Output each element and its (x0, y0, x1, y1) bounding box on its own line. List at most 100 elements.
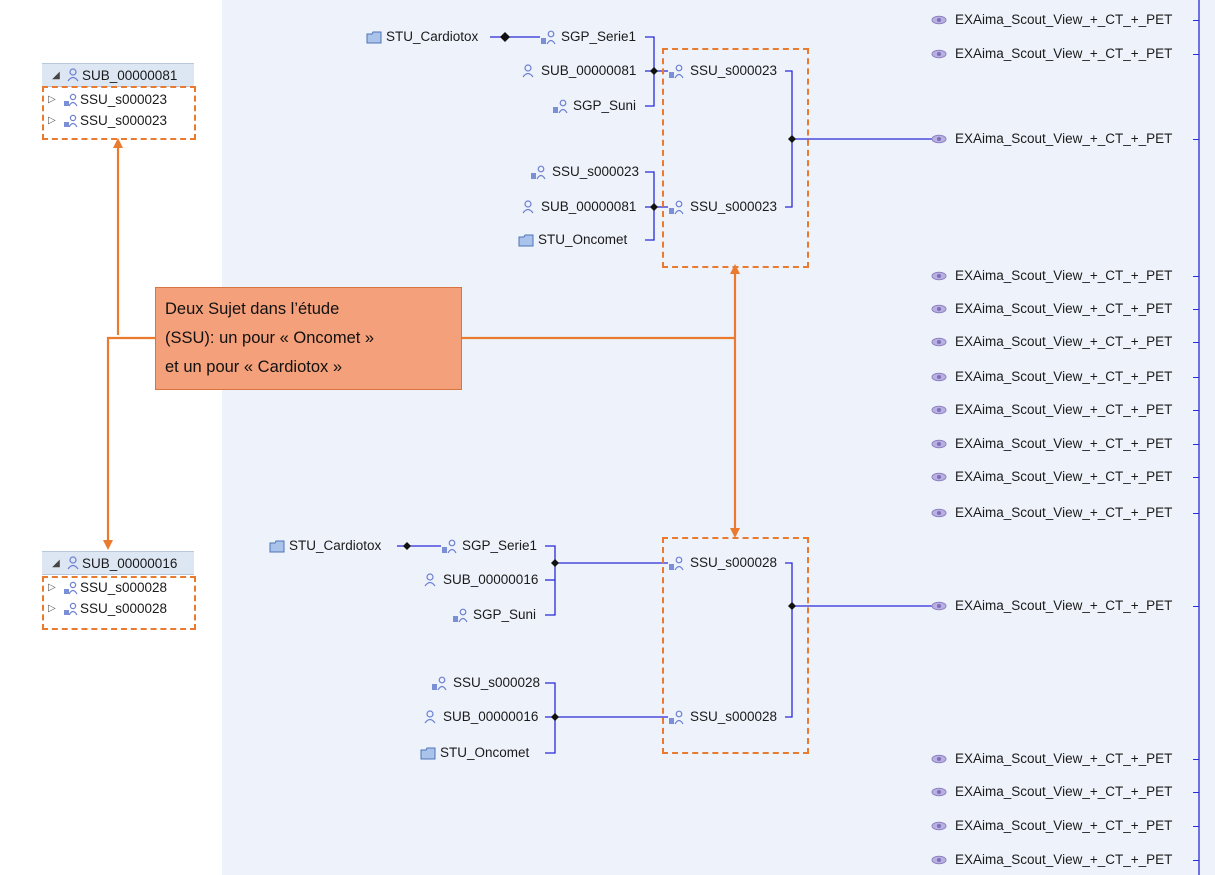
group-icon (62, 581, 80, 595)
exam-node[interactable]: EXAima_Scout_View_+_CT_+_PET (930, 749, 1199, 769)
highlight-box-graph-bottom (662, 537, 809, 754)
exam-connector (1193, 759, 1199, 760)
tree-panel-sub-81: ◢ SUB_00000081 ▷SSU_s000023 ▷SSU_s000023 (42, 63, 194, 131)
node-label: STU_Cardiotox (386, 29, 479, 44)
tree-node-sub-81[interactable]: ◢ SUB_00000081 (42, 63, 194, 87)
folder-icon (365, 31, 383, 44)
graph-canvas[interactable] (222, 0, 1215, 875)
node-ssu-input[interactable]: SSU_s000028 (431, 673, 540, 693)
tree-child-ssu[interactable]: ▷ SSU_s000028 (42, 577, 194, 598)
node-label: SGP_Suni (573, 98, 637, 113)
exam-label: EXAima_Scout_View_+_CT_+_PET (955, 784, 1173, 799)
tree-child-ssu[interactable]: ▷ SSU_s000023 (42, 89, 194, 110)
node-sub-00000081[interactable]: SUB_00000081 (519, 197, 636, 217)
expand-triangle-icon[interactable]: ▷ (48, 603, 56, 614)
exam-node[interactable]: EXAima_Scout_View_+_CT_+_PET (930, 503, 1199, 523)
callout-line: et un pour « Cardiotox » (165, 358, 343, 376)
exam-label: EXAima_Scout_View_+_CT_+_PET (955, 268, 1173, 283)
tree-child-label: SSU_s000023 (80, 92, 168, 107)
exam-connector (1193, 792, 1199, 793)
collapse-triangle-icon[interactable]: ◢ (52, 69, 60, 81)
connector-junction (650, 67, 658, 75)
eye-icon (930, 271, 948, 281)
exam-connector (1193, 377, 1199, 378)
tree-child-label: SSU_s000028 (80, 580, 168, 595)
exam-node[interactable]: EXAima_Scout_View_+_CT_+_PET (930, 332, 1199, 352)
node-sgp-serie1[interactable]: SGP_Serie1 (540, 27, 636, 47)
expand-triangle-icon[interactable]: ▷ (48, 94, 56, 105)
exam-connector (1193, 276, 1199, 277)
callout-line: (SSU): un pour « Oncomet » (165, 329, 375, 347)
node-ssu-box-b[interactable]: SSU_s000028 (668, 707, 777, 727)
exam-node[interactable]: EXAima_Scout_View_+_CT_+_PET (930, 44, 1199, 64)
node-label: STU_Oncomet (538, 232, 628, 247)
exam-node[interactable]: EXAima_Scout_View_+_CT_+_PET (930, 850, 1199, 870)
connector-junction (788, 602, 796, 610)
exam-connector (1193, 20, 1199, 21)
node-stu-cardiotox[interactable]: STU_Cardiotox (365, 27, 478, 47)
folder-icon (268, 540, 286, 553)
connector-junction (551, 559, 559, 567)
exam-label: EXAima_Scout_View_+_CT_+_PET (955, 436, 1173, 451)
eye-icon (930, 49, 948, 59)
arrowhead-icon (730, 528, 740, 538)
node-sub-00000081[interactable]: SUB_00000081 (519, 61, 636, 81)
exam-node[interactable]: EXAima_Scout_View_+_CT_+_PET (930, 129, 1199, 149)
eye-icon (930, 304, 948, 314)
person-icon (519, 64, 537, 78)
exam-connector (1193, 477, 1199, 478)
group-icon (62, 602, 80, 616)
exam-label: EXAima_Scout_View_+_CT_+_PET (955, 818, 1173, 833)
eye-icon (930, 439, 948, 449)
exam-node[interactable]: EXAima_Scout_View_+_CT_+_PET (930, 596, 1199, 616)
exam-node[interactable]: EXAima_Scout_View_+_CT_+_PET (930, 467, 1199, 487)
node-stu-oncomet[interactable]: STU_Oncomet (419, 743, 529, 763)
node-label: SUB_00000016 (443, 709, 539, 724)
exam-label: EXAima_Scout_View_+_CT_+_PET (955, 131, 1173, 146)
exam-node[interactable]: EXAima_Scout_View_+_CT_+_PET (930, 367, 1199, 387)
group-icon (62, 114, 80, 128)
node-sgp-suni[interactable]: SGP_Suni (452, 605, 536, 625)
connector-junction (788, 135, 796, 143)
node-stu-cardiotox[interactable]: STU_Cardiotox (268, 536, 381, 556)
node-ssu-box-a[interactable]: SSU_s000023 (668, 61, 777, 81)
node-label: SUB_00000081 (541, 63, 637, 78)
expand-triangle-icon[interactable]: ▷ (48, 582, 56, 593)
exam-connector (1193, 309, 1199, 310)
highlight-box-graph-top (662, 48, 809, 268)
node-sgp-serie1[interactable]: SGP_Serie1 (441, 536, 537, 556)
exam-node[interactable]: EXAima_Scout_View_+_CT_+_PET (930, 266, 1199, 286)
group-icon (62, 93, 80, 107)
arrowhead-icon (730, 264, 740, 274)
exam-node[interactable]: EXAima_Scout_View_+_CT_+_PET (930, 816, 1199, 836)
tree-child-ssu[interactable]: ▷SSU_s000028 (42, 598, 194, 619)
exam-node[interactable]: EXAima_Scout_View_+_CT_+_PET (930, 400, 1199, 420)
person-icon (421, 710, 439, 724)
node-ssu-box-a[interactable]: SSU_s000028 (668, 553, 777, 573)
node-sub-00000016[interactable]: SUB_00000016 (421, 570, 538, 590)
node-sub-00000016[interactable]: SUB_00000016 (421, 707, 538, 727)
node-label: SSU_s000023 (552, 164, 640, 179)
node-ssu-input[interactable]: SSU_s000023 (530, 162, 639, 182)
exam-node[interactable]: EXAima_Scout_View_+_CT_+_PET (930, 782, 1199, 802)
expand-triangle-icon[interactable]: ▷ (48, 115, 56, 126)
node-label: SUB_00000081 (541, 199, 637, 214)
tree-child-ssu[interactable]: ▷SSU_s000023 (42, 110, 194, 131)
group-icon (441, 539, 459, 554)
tree-node-sub-16[interactable]: ◢ SUB_00000016 (42, 551, 194, 575)
collapse-triangle-icon[interactable]: ◢ (52, 557, 60, 569)
node-stu-oncomet[interactable]: STU_Oncomet (517, 230, 627, 250)
group-icon (530, 165, 548, 180)
folder-icon (419, 747, 437, 760)
exam-label: EXAima_Scout_View_+_CT_+_PET (955, 301, 1173, 316)
eye-icon (930, 601, 948, 611)
exam-label: EXAima_Scout_View_+_CT_+_PET (955, 469, 1173, 484)
node-ssu-box-b[interactable]: SSU_s000023 (668, 197, 777, 217)
eye-icon (930, 372, 948, 382)
node-sgp-suni[interactable]: SGP_Suni (552, 96, 636, 116)
exam-node[interactable]: EXAima_Scout_View_+_CT_+_PET (930, 10, 1199, 30)
exam-node[interactable]: EXAima_Scout_View_+_CT_+_PET (930, 299, 1199, 319)
eye-icon (930, 337, 948, 347)
connector-junction (500, 32, 510, 42)
exam-node[interactable]: EXAima_Scout_View_+_CT_+_PET (930, 434, 1199, 454)
